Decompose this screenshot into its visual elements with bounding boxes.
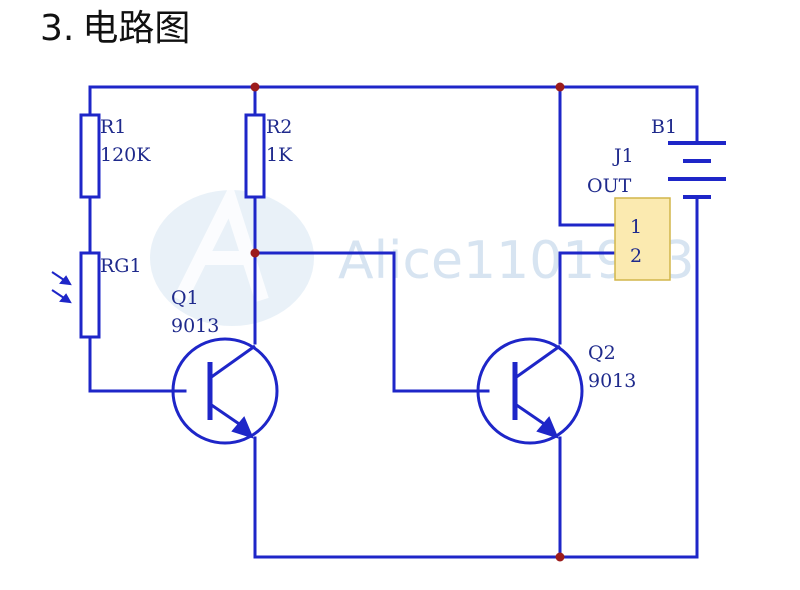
wire-rg1-q1-base bbox=[88, 335, 187, 393]
wire-j1-top-rail bbox=[558, 85, 617, 227]
battery-b1 bbox=[668, 141, 726, 199]
transistor-q1 bbox=[171, 337, 279, 445]
junction-dot bbox=[555, 552, 565, 562]
resistor-r1 bbox=[79, 113, 101, 199]
page-title: 3.电路图 bbox=[40, 4, 190, 54]
q2-ref-label: Q2 bbox=[588, 342, 616, 364]
b1-ref-label: B1 bbox=[651, 116, 677, 138]
junction-dot bbox=[555, 82, 565, 92]
junction-dots bbox=[250, 82, 565, 562]
transistor-q2 bbox=[476, 337, 584, 445]
j1-ref-label: J1 bbox=[612, 145, 634, 167]
j1-pin1-label: 1 bbox=[630, 216, 642, 238]
wire-q2-collector-j1 bbox=[558, 251, 617, 345]
r1-value-label: 120K bbox=[100, 144, 151, 166]
r2-ref-label: R2 bbox=[266, 116, 292, 138]
junction-dot bbox=[250, 248, 260, 258]
section-title: 电路图 bbox=[82, 8, 191, 49]
q2-part-label: 9013 bbox=[588, 370, 636, 392]
r2-value-label: 1K bbox=[266, 144, 293, 166]
bottom-rail-wire bbox=[253, 436, 699, 559]
wire-q1-collector-q2-base bbox=[253, 251, 490, 393]
rg1-ref-label: RG1 bbox=[100, 255, 142, 277]
q1-ref-label: Q1 bbox=[171, 287, 199, 309]
resistor-r2 bbox=[244, 113, 266, 199]
j1-name-label: OUT bbox=[587, 175, 632, 197]
connector-j1 bbox=[614, 197, 671, 281]
j1-pin2-label: 2 bbox=[630, 245, 642, 267]
section-number: 3. bbox=[40, 8, 75, 49]
light-arrows-icon bbox=[51, 271, 72, 304]
watermark: Alice1101983 bbox=[150, 181, 695, 326]
q1-part-label: 9013 bbox=[171, 315, 219, 337]
photoresistor-rg1 bbox=[79, 251, 101, 339]
r1-ref-label: R1 bbox=[100, 116, 126, 138]
junction-dot bbox=[250, 82, 260, 92]
